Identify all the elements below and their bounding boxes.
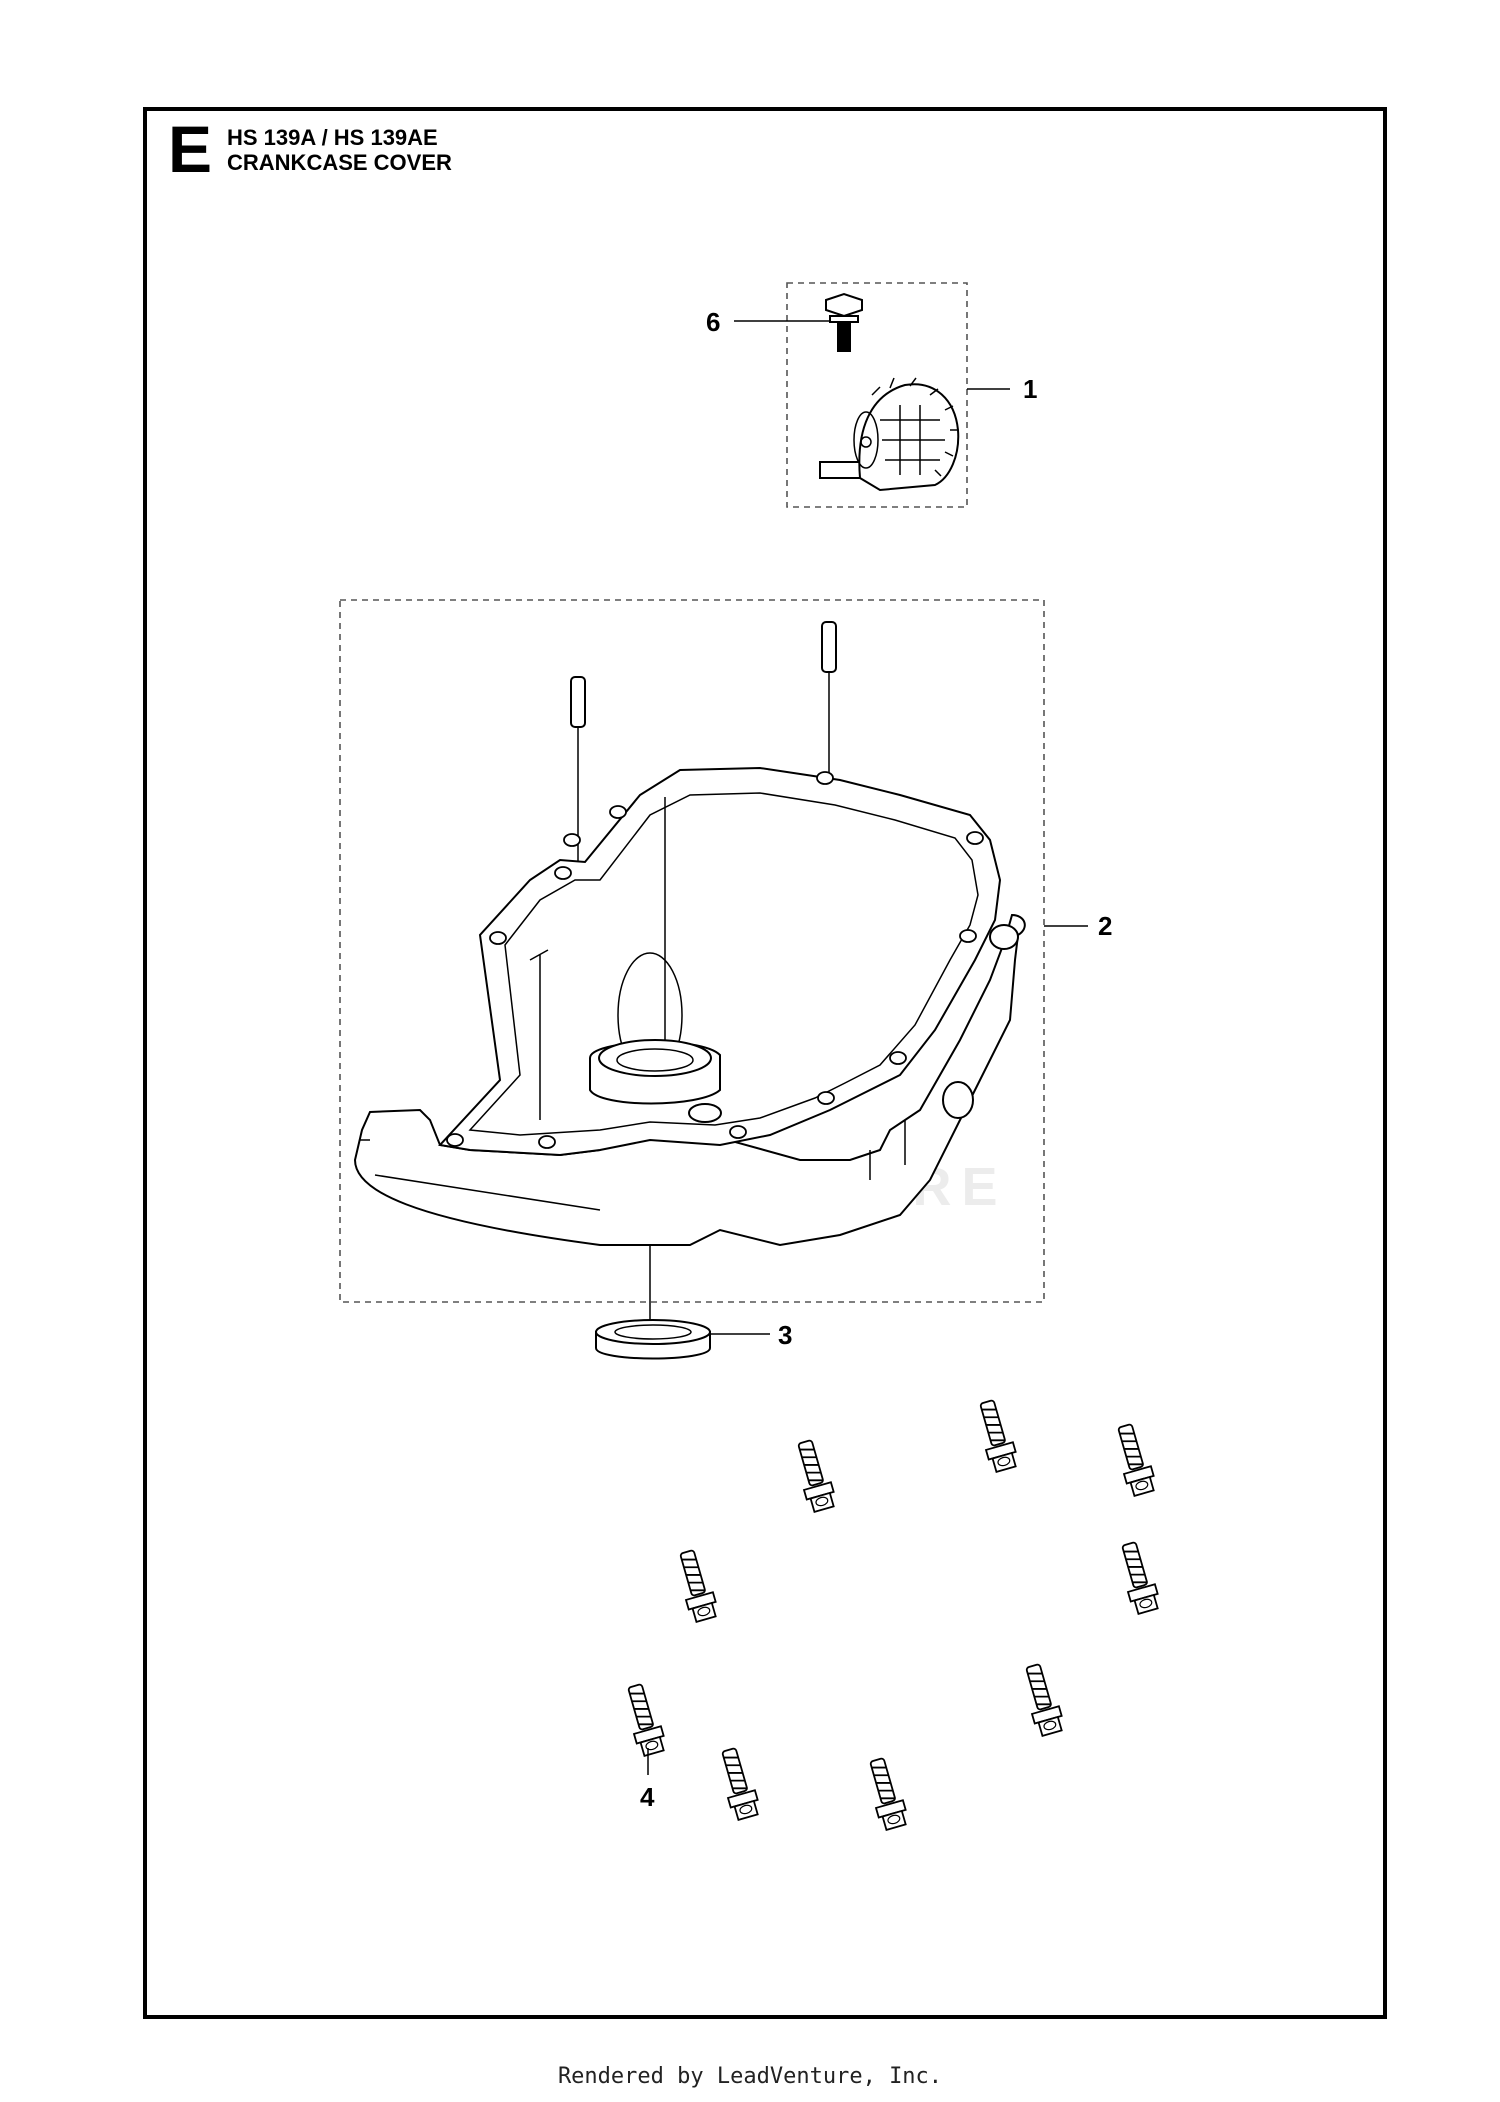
part-3-oil-seal — [595, 1245, 711, 1360]
footer-credit: Rendered by LeadVenture, Inc. — [557, 2064, 943, 2089]
callout-2: 2 — [1098, 911, 1112, 941]
diagram-frame — [143, 107, 1387, 2019]
brush-holder-kit — [786, 282, 968, 508]
dowel-pin-left — [570, 676, 586, 880]
section-letter: E — [168, 112, 213, 186]
model-title: HS 139A / HS 139AE — [227, 125, 438, 150]
kit-2-dashed-box — [339, 599, 1045, 1303]
bolt — [1018, 1661, 1067, 1738]
part-1-brush-holder — [819, 377, 960, 492]
bolt — [862, 1755, 911, 1832]
callout-6: 6 — [706, 307, 720, 337]
bolt — [1110, 1421, 1159, 1498]
callout-1: 1 — [1023, 374, 1037, 404]
callout-4: 4 — [640, 1782, 655, 1812]
kit-1-dashed-box — [786, 282, 968, 508]
leader-lines — [647, 320, 1088, 1775]
bolt — [790, 1437, 839, 1514]
bolt — [620, 1681, 669, 1758]
crankcase-cover-kit — [339, 599, 1045, 1303]
title-block: HS 139A / HS 139AE CRANKCASE COVER — [227, 125, 452, 175]
page-title: CRANKCASE COVER — [227, 150, 452, 175]
callout-3: 3 — [778, 1320, 792, 1350]
part-2-crankcase-cover — [353, 766, 1026, 1247]
bolt — [1114, 1539, 1163, 1616]
part-6-bolt — [825, 292, 863, 352]
bolt — [972, 1397, 1021, 1474]
bolt — [714, 1745, 763, 1822]
bolt — [672, 1547, 721, 1624]
part-4-bolt-set — [620, 1397, 1163, 1832]
